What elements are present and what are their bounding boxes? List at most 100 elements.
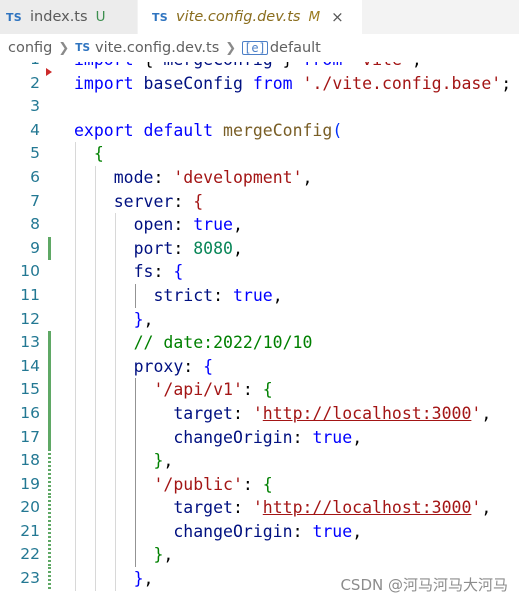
line-number: 13 — [20, 333, 40, 352]
code-text: '/public': { — [74, 473, 272, 497]
code-token: : — [242, 474, 263, 494]
gutter-change-marker[interactable] — [48, 354, 51, 379]
typescript-file-icon: TS — [75, 42, 91, 54]
code-token: ; — [412, 62, 422, 69]
code-token — [74, 475, 153, 494]
code-token: '/public' — [153, 474, 243, 494]
code-token: : — [153, 262, 174, 282]
code-text: { — [74, 142, 104, 166]
code-line: 22 }, — [0, 543, 519, 567]
gutter-change-marker[interactable] — [48, 331, 51, 355]
code-token — [213, 121, 223, 140]
typescript-file-icon: TS — [6, 10, 23, 24]
code-token: : — [183, 356, 204, 376]
code-text: }, — [74, 308, 154, 332]
gutter-change-marker[interactable] — [48, 425, 51, 450]
line-number: 6 — [30, 167, 40, 186]
gutter-change-marker[interactable] — [48, 496, 51, 520]
code-token: import — [74, 62, 134, 69]
code-token: , — [481, 403, 492, 423]
code-token: : — [153, 167, 174, 187]
gutter-change-marker[interactable] — [48, 567, 51, 591]
gutter-change-marker[interactable] — [48, 378, 51, 402]
code-token: : — [232, 498, 253, 518]
watermark: CSDN @河马河马大河马 — [337, 573, 511, 596]
code-token — [243, 74, 253, 93]
code-token: server — [113, 191, 174, 211]
code-text: // date:2022/10/10 — [74, 331, 313, 355]
variable-symbol-icon: [e] — [242, 41, 268, 55]
code-token: : — [232, 403, 253, 423]
gutter-change-marker[interactable] — [48, 472, 51, 497]
line-number: 2 — [30, 73, 40, 92]
breadcrumb-folder[interactable]: config — [8, 40, 53, 56]
code-token: true — [312, 521, 353, 541]
breadcrumb-file[interactable]: vite.config.dev.ts — [95, 40, 220, 56]
code-token: : — [292, 427, 313, 447]
code-token: } — [153, 545, 164, 565]
code-text: target: 'http://localhost:3000', — [74, 402, 491, 426]
code-token: { — [134, 62, 164, 69]
code-token: './vite.config.base' — [302, 73, 502, 93]
code-text: }, — [74, 543, 173, 567]
code-token — [74, 262, 134, 281]
code-token: , — [232, 238, 243, 258]
close-icon[interactable]: × — [331, 7, 344, 26]
code-token — [74, 192, 114, 211]
code-token: ; — [501, 73, 512, 93]
code-token — [74, 144, 94, 163]
gutter-change-marker[interactable] — [48, 543, 51, 568]
code-text: export default mergeConfig( — [74, 119, 342, 143]
code-token: { — [173, 262, 184, 282]
code-text: mode: 'development', — [74, 166, 313, 190]
code-token — [134, 121, 144, 140]
gutter-change-marker[interactable] — [48, 402, 51, 426]
code-line: 14 proxy: { — [0, 355, 519, 379]
code-token: proxy — [133, 356, 184, 376]
code-token: ' — [252, 403, 263, 423]
line-number: 16 — [20, 403, 40, 422]
tab-index-ts[interactable]: TS index.ts U — [0, 0, 138, 34]
deleted-lines-marker-icon[interactable] — [46, 67, 52, 76]
code-token: { — [93, 144, 104, 164]
code-line: 8 open: true, — [0, 213, 519, 237]
gutter-change-marker[interactable] — [48, 236, 51, 261]
code-token — [74, 569, 134, 588]
code-token — [74, 545, 153, 564]
chevron-right-icon: ❯ — [225, 40, 237, 56]
code-line: 5 { — [0, 142, 519, 166]
code-line: 1import { mergeConfig } from 'vite'; — [0, 62, 519, 72]
indent-guide — [94, 166, 96, 591]
code-token: changeOrigin — [173, 521, 293, 541]
code-token — [74, 310, 134, 329]
code-line: 12 }, — [0, 308, 519, 332]
line-number: 9 — [30, 238, 40, 257]
typescript-file-icon: TS — [152, 10, 169, 24]
code-token: , — [232, 215, 243, 235]
code-line: 6 mode: 'development', — [0, 166, 519, 190]
code-token: } — [133, 309, 144, 329]
code-area[interactable]: 1import { mergeConfig } from 'vite';2 imp… — [0, 62, 519, 602]
code-token: true — [312, 427, 353, 447]
breadcrumb-symbol[interactable]: default — [269, 40, 321, 56]
code-line: 21 changeOrigin: true, — [0, 520, 519, 544]
code-line: 20 target: 'http://localhost:3000', — [0, 496, 519, 520]
code-text: proxy: { — [74, 355, 213, 379]
code-text: server: { — [74, 190, 203, 214]
tab-vite-config-dev-ts[interactable]: TS vite.config.dev.ts M × — [138, 0, 362, 34]
code-token: true — [193, 215, 233, 235]
code-token — [74, 168, 114, 187]
gutter-change-marker[interactable] — [48, 520, 51, 544]
code-token — [74, 333, 134, 352]
code-text: strict: true, — [74, 284, 282, 308]
code-token — [74, 357, 134, 376]
code-token: } — [133, 569, 144, 589]
gutter-change-marker[interactable] — [48, 449, 51, 473]
code-token: mergeConfig — [163, 62, 272, 69]
line-number: 11 — [20, 285, 40, 304]
code-token: , — [143, 309, 154, 329]
code-token: import — [74, 73, 134, 93]
code-token: : — [173, 238, 194, 258]
